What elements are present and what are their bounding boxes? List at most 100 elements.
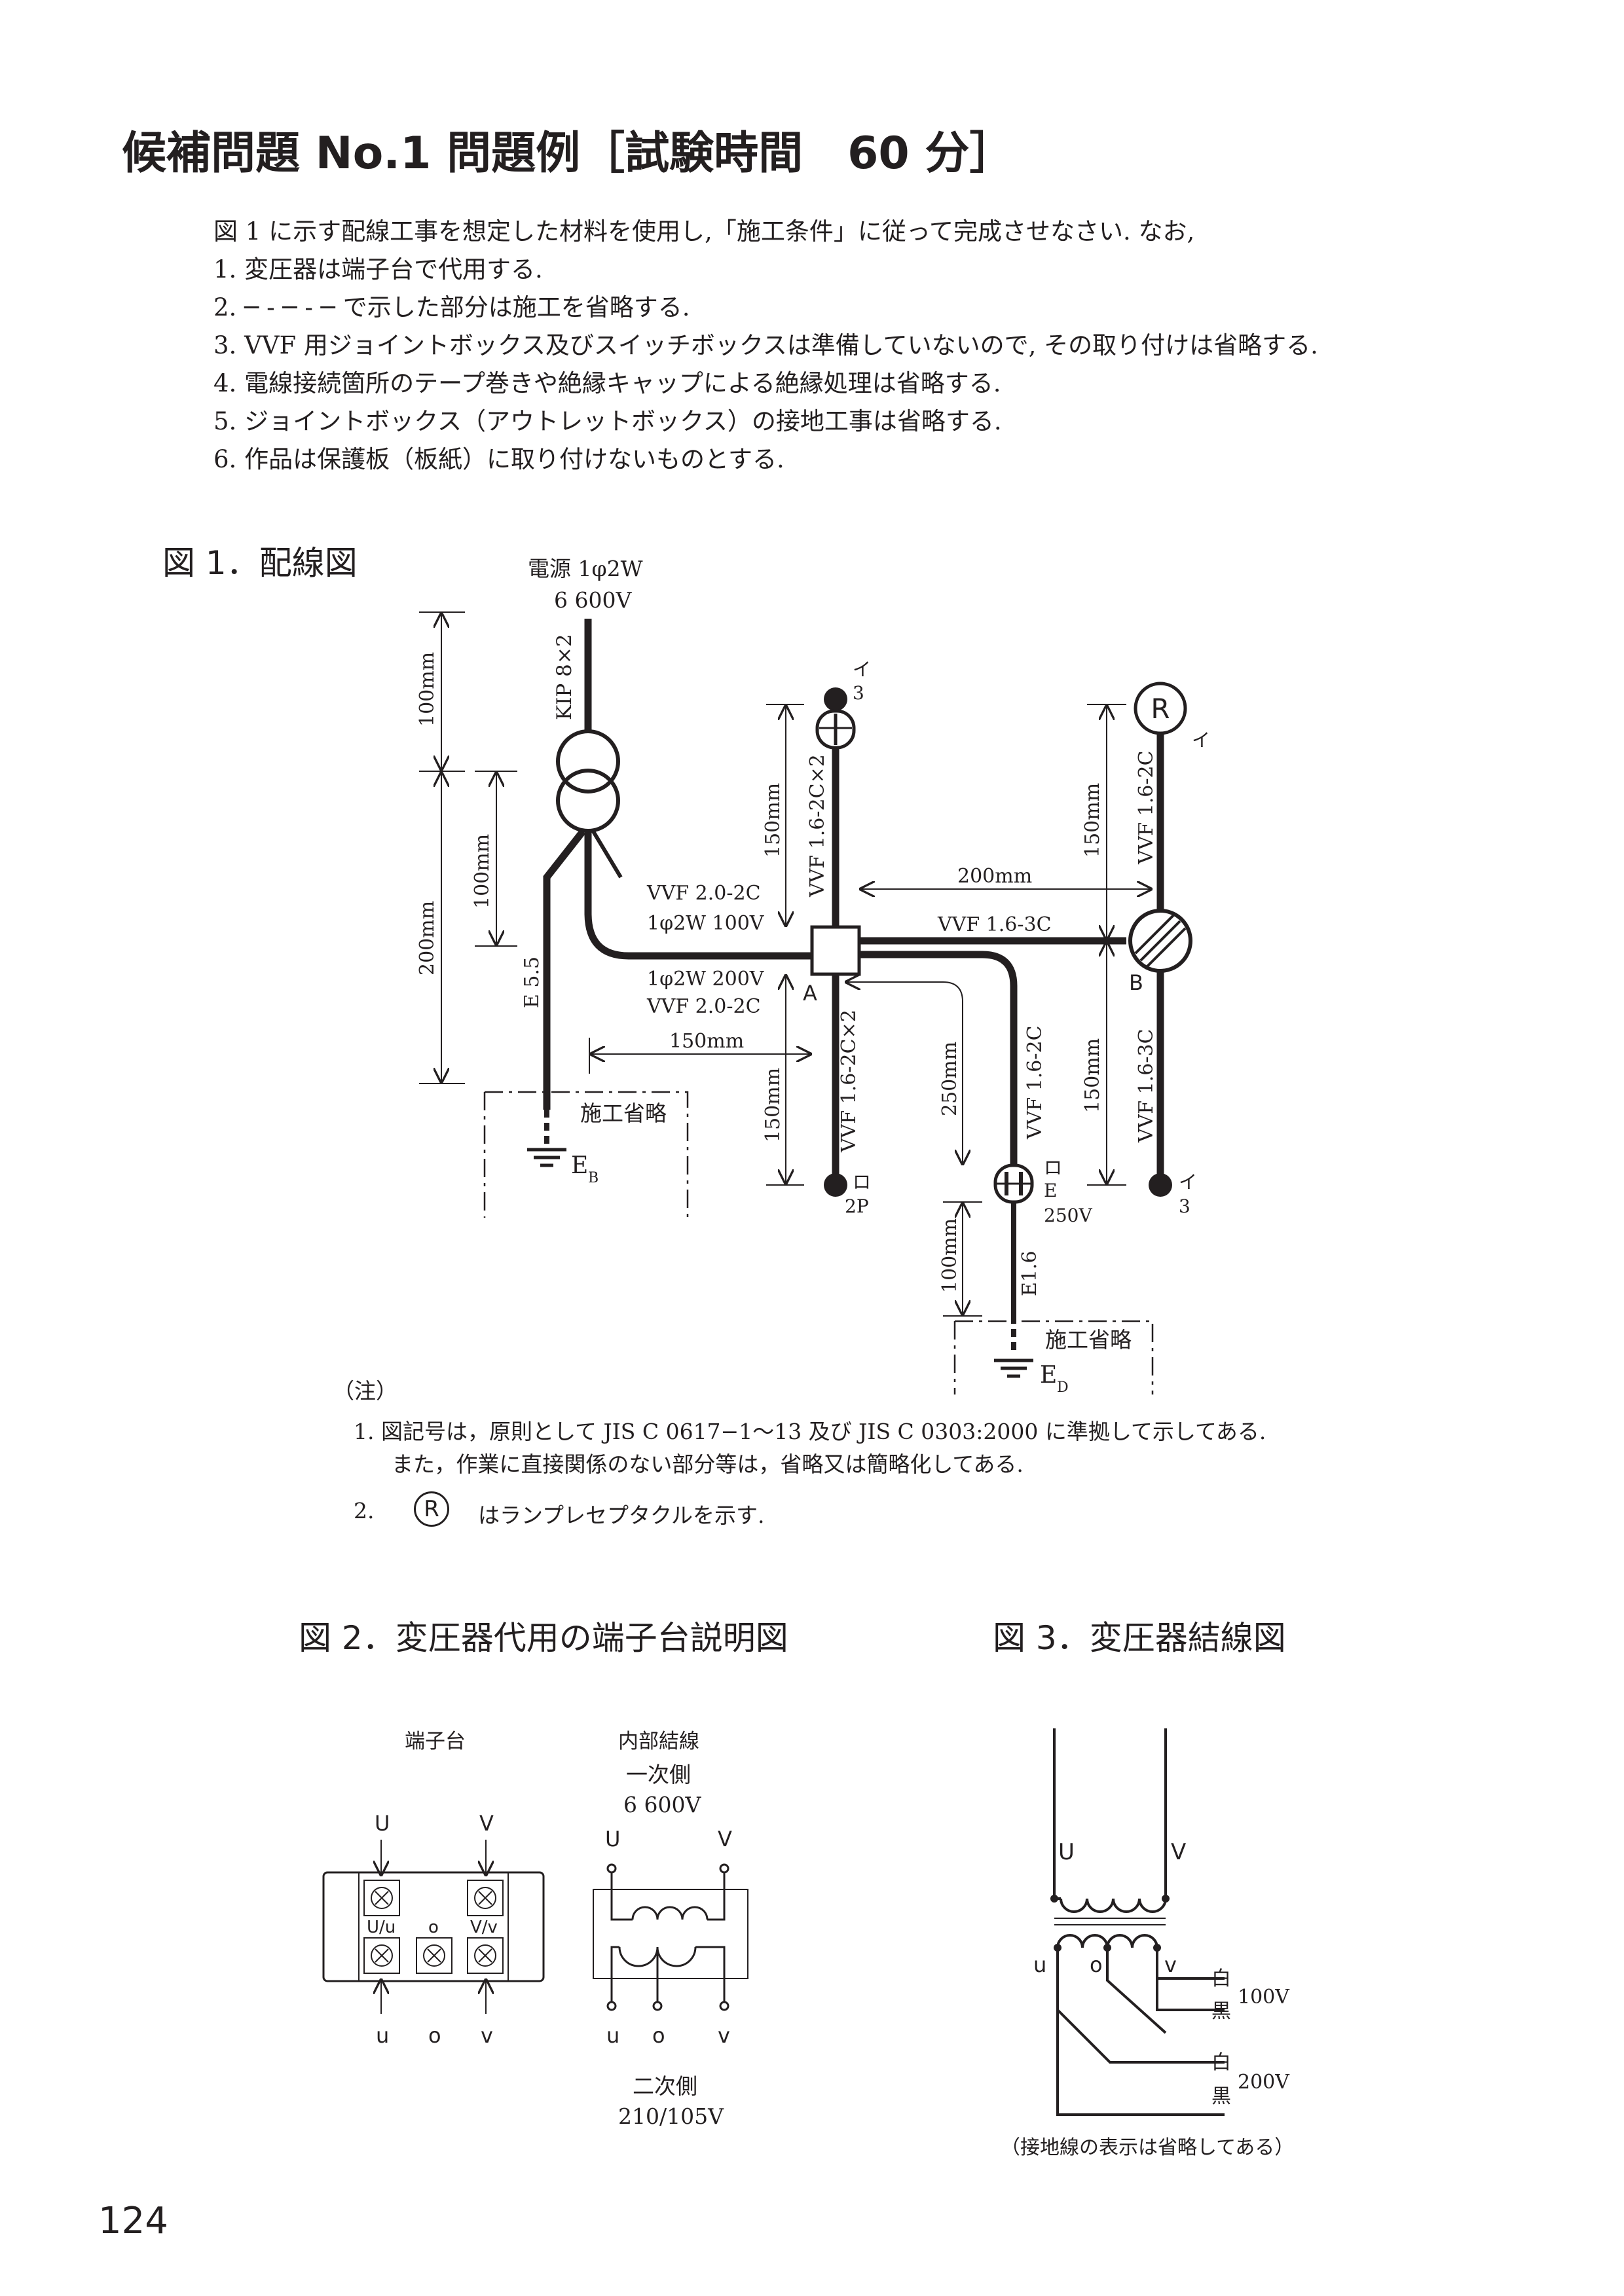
wiring-diagram: 電源 1φ2W 6 600V KIP 8×2 100mm 200mm 100mm…	[416, 556, 1210, 1396]
note-2-r-mark: R	[414, 1491, 449, 1527]
outlet-3: 250V	[1044, 1205, 1092, 1226]
internal-wiring-box	[593, 1889, 748, 1979]
vvf-r-label: VVF 1.6-2C	[1135, 750, 1158, 865]
omit-label-1: 施工省略	[580, 1101, 667, 1126]
fig1-heading: 図 1．配線図	[162, 544, 358, 582]
switch-i3-bottom	[1149, 1173, 1172, 1197]
outlet-1: ロ	[1044, 1157, 1062, 1178]
vvf20-wire	[584, 831, 812, 960]
vvf-3c-label: VVF 1.6-3C	[937, 913, 1052, 936]
iw-v-bottom: v	[718, 2023, 730, 2048]
dim-150-left: 150mm	[669, 1030, 744, 1053]
fig3-heading: 図 3．変圧器結線図	[993, 1619, 1286, 1657]
i3-top-2: 3	[853, 682, 864, 704]
f3-v: v	[1164, 1952, 1177, 1977]
eb-label: E	[571, 1152, 588, 1179]
terminal-block-diagram: 端子台 内部結線 一次側 6 600V U V U/u o V/v u o v …	[322, 1730, 748, 2129]
note-1b: また，作業に直接関係のない部分等は，省略又は簡略化してある.	[392, 1451, 1024, 1477]
intro-item-1: 1. 変圧器は端子台で代用する.	[213, 255, 543, 283]
dim-150-down: 150mm	[762, 1068, 784, 1142]
f3-200v: 200V	[1238, 2071, 1290, 2094]
tb-vv: V/v	[470, 1918, 498, 1937]
transformer-secondary-coil	[556, 769, 620, 833]
kip-label: KIP 8×2	[553, 634, 576, 720]
outlet-wire	[859, 951, 1018, 1169]
note-1a: 1. 図記号は，原則として JIS C 0617−1〜13 及び JIS C 0…	[354, 1419, 1266, 1444]
box-a-label: A	[803, 981, 817, 1006]
page-number: 124	[98, 2200, 168, 2242]
f3-v-top: V	[1171, 1839, 1186, 1865]
tb-label: 端子台	[405, 1730, 466, 1753]
dim-200: 200mm	[416, 901, 439, 975]
iw-o-bottom: o	[652, 2023, 665, 2048]
tb-u-top: U	[375, 1811, 390, 1836]
page-title: 候補問題 No.1 問題例［試験時間 60 分］	[122, 128, 1014, 179]
primary-voltage: 6 600V	[623, 1792, 701, 1817]
f3-u: u	[1033, 1952, 1046, 1977]
f3-black-1: 黒	[1211, 2000, 1231, 2023]
notes-head: （注）	[333, 1378, 397, 1404]
r-mark: R	[1151, 693, 1170, 725]
switch-i3-top	[824, 687, 847, 711]
dim-150-r: 150mm	[1081, 783, 1104, 858]
tb-uu: U/u	[367, 1918, 396, 1937]
f3-note: （接地線の表示は省略してある）	[1001, 2136, 1294, 2159]
e16-label: E1.6	[1018, 1250, 1041, 1296]
dim-150-up: 150mm	[762, 783, 784, 858]
secondary-label: 二次側	[633, 2073, 697, 2099]
ro2p-1: ロ	[853, 1171, 871, 1193]
source-label: 電源 1φ2W	[528, 556, 643, 581]
v200-label: 1φ2W 200V	[647, 968, 765, 991]
primary-label: 一次側	[626, 1762, 691, 1787]
i3-br-2: 3	[1179, 1195, 1190, 1217]
intro-item-5: 5. ジョイントボックス（アウトレットボックス）の接地工事は省略する.	[213, 407, 1002, 435]
e55-label: E 5.5	[521, 957, 544, 1008]
box-b-label: B	[1129, 970, 1143, 995]
note-2-text: はランプレセプタクルを示す.	[478, 1503, 765, 1528]
iw-u-top: U	[605, 1827, 620, 1851]
tb-v-top: V	[479, 1811, 494, 1836]
outlet-2: E	[1044, 1180, 1057, 1201]
ed-label: E	[1040, 1362, 1057, 1389]
fig2-heading: 図 2．変圧器代用の端子台説明図	[299, 1619, 788, 1657]
f3-100v: 100V	[1238, 1986, 1290, 2009]
i3-top-1: イ	[853, 659, 871, 680]
i3-br-1: イ	[1179, 1171, 1197, 1193]
vvf-down-label: VVF 1.6-2C×2	[838, 1010, 860, 1153]
dim-100-top: 100mm	[416, 652, 439, 727]
switch-ro-2p	[824, 1173, 847, 1197]
iw-label: 内部結線	[618, 1730, 699, 1753]
vvf20-bottom-label: VVF 2.0-2C	[646, 995, 761, 1018]
vvf-b-label: VVF 1.6-3C	[1135, 1029, 1158, 1143]
f3-u-top: U	[1058, 1839, 1075, 1865]
v100-label: 1φ2W 100V	[647, 912, 765, 935]
transformer-connection-diagram: U V u o v 白 黒 100V 白 黒 200V （接地線の表示は省略して…	[1001, 1728, 1294, 2159]
dim-100-inner: 100mm	[471, 834, 494, 909]
intro-item-4: 4. 電線接続箇所のテープ巻きや絶縁キャップによる絶縁処理は省略する.	[213, 369, 1001, 397]
f3-white-2: 白	[1211, 2051, 1231, 2074]
f3-black-2: 黒	[1211, 2085, 1231, 2108]
vvf-up-label: VVF 1.6-2C×2	[806, 754, 829, 898]
dim-100-e: 100mm	[938, 1218, 961, 1293]
vvf-outlet-label: VVF 1.6-2C	[1024, 1025, 1046, 1140]
dim-200-right: 200mm	[957, 865, 1032, 888]
intro-item-6: 6. 作品は保護板（板紙）に取り付けないものとする.	[213, 445, 784, 473]
secondary-voltage: 210/105V	[618, 2104, 724, 2129]
dim-150-b: 150mm	[1081, 1038, 1104, 1113]
dim-250: 250mm	[938, 1042, 961, 1116]
intro-item-3: 3. VVF 用ジョイントボックス及びスイッチボックスは準備していないので, そ…	[213, 331, 1318, 359]
note-2-num: 2.	[354, 1498, 375, 1523]
ro2p-2: 2P	[845, 1195, 869, 1217]
ed-sub: D	[1057, 1379, 1069, 1396]
instructions: 図 1 に示す配線工事を想定した材料を使用し,「施工条件」に従って完成させなさい…	[213, 213, 1318, 479]
f3-o: o	[1090, 1952, 1103, 1977]
transformer-primary-coil	[556, 729, 620, 793]
r-label: イ	[1192, 729, 1210, 751]
source-voltage: 6 600V	[554, 587, 632, 613]
tb-u-bottom: u	[376, 2023, 389, 2048]
eb-sub: B	[588, 1170, 599, 1186]
vvf20-top-label: VVF 2.0-2C	[646, 882, 761, 905]
f3-white-1: 白	[1211, 1967, 1231, 1990]
tb-o-bottom: o	[428, 2023, 441, 2048]
intro-item-2: 2. ─ - ─ - ─ で示した部分は施工を省略する.	[213, 293, 690, 321]
